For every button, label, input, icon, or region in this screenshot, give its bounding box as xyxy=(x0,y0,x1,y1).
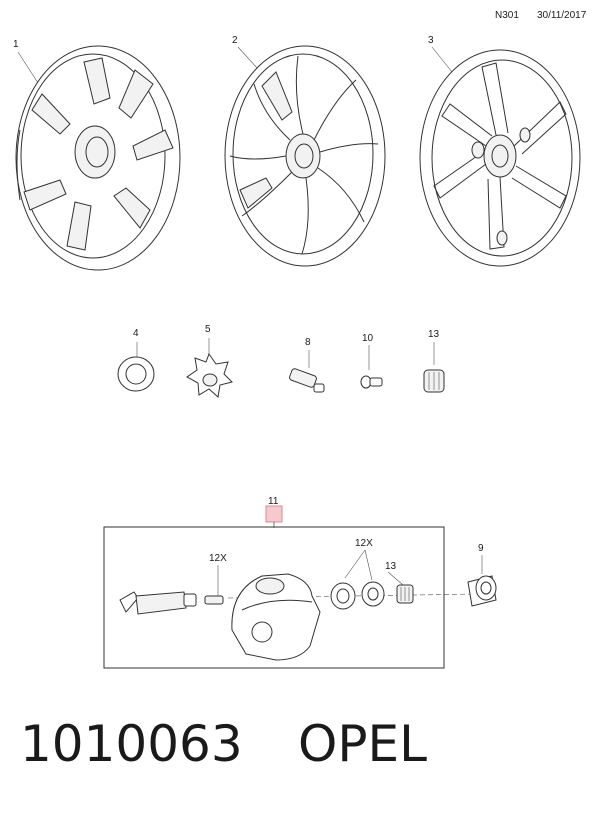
kit-valve-stem xyxy=(119,591,224,615)
part-8-sensor xyxy=(289,368,325,393)
kit-rings xyxy=(330,581,385,610)
callout-12x-right: 12X xyxy=(355,538,373,549)
brand-name: OPEL xyxy=(298,715,427,773)
callout-5: 5 xyxy=(205,324,211,335)
callout-2: 2 xyxy=(232,35,238,46)
callout-10: 10 xyxy=(362,333,374,344)
wheel-cover-3-drawing xyxy=(419,49,581,267)
diagram-code: N301 xyxy=(495,10,519,21)
callout-11: 11 xyxy=(268,496,279,507)
wheel-cover-2-drawing xyxy=(224,45,386,267)
kit-sensor-body xyxy=(231,573,321,661)
part-4-washer xyxy=(117,356,155,392)
part-9-sleeve xyxy=(467,575,497,607)
callout-9: 9 xyxy=(478,543,484,554)
part-10-valve xyxy=(360,375,383,389)
part-5-star-cap xyxy=(186,352,233,398)
diagram-date: 30/11/2017 xyxy=(537,10,587,21)
part-number: 1010063 xyxy=(20,715,243,773)
callout-13-kit: 13 xyxy=(385,561,397,572)
callout-8: 8 xyxy=(305,337,311,348)
part-11-highlight xyxy=(265,505,283,523)
kit-cap xyxy=(396,584,414,604)
callout-13-top: 13 xyxy=(428,329,440,340)
part-13-cap xyxy=(423,369,445,393)
callout-4: 4 xyxy=(133,328,139,339)
callout-3: 3 xyxy=(428,35,434,46)
callout-1: 1 xyxy=(13,39,19,50)
callout-12x-left: 12X xyxy=(209,553,227,564)
wheel-cover-1-drawing xyxy=(15,45,181,271)
